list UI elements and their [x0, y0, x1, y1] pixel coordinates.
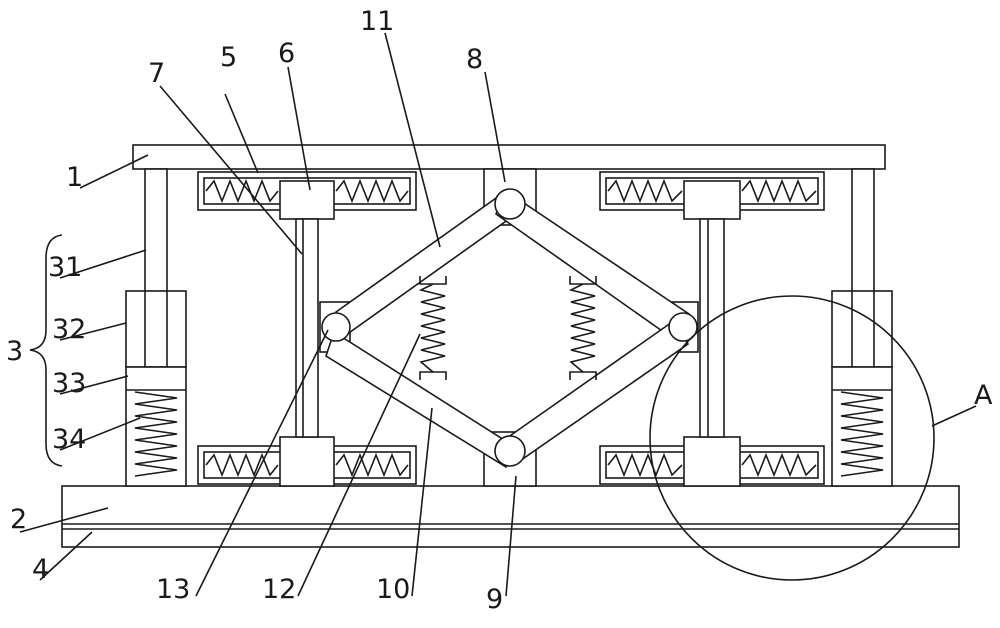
label-9: 9 [486, 584, 503, 615]
bottom-left-spring-a [205, 452, 279, 478]
label-5: 5 [220, 42, 237, 73]
top-right-spring-b [741, 178, 817, 204]
left-column-spring [134, 391, 178, 477]
label-31: 31 [48, 252, 82, 283]
label-4: 4 [32, 554, 49, 585]
bottom-left-spring-b [335, 452, 409, 478]
right-column-spring [840, 391, 884, 477]
bottom-left-slider [279, 436, 335, 487]
label-32: 32 [52, 314, 86, 345]
left-pivot-pin [321, 312, 351, 342]
label-33: 33 [52, 368, 86, 399]
bottom-right-spring-a [607, 452, 683, 478]
right-pivot-pin [668, 312, 698, 342]
label-2: 2 [10, 504, 27, 535]
linkage-arms [325, 189, 691, 469]
top-right-slider [683, 180, 741, 220]
top-plate [132, 144, 886, 170]
label-8: 8 [466, 44, 483, 75]
label-10: 10 [376, 574, 410, 605]
leader-lines [19, 32, 977, 597]
label-11: 11 [360, 6, 394, 37]
inner-left-spring [418, 276, 447, 380]
bottom-right-spring-b [741, 452, 817, 478]
top-left-spring-b [335, 178, 409, 204]
label-6: 6 [278, 38, 295, 69]
label-34: 34 [52, 424, 86, 455]
top-pivot-pin [494, 188, 526, 220]
label-1: 1 [66, 162, 83, 193]
inner-right-spring [568, 276, 597, 380]
bottom-right-slider [683, 436, 741, 487]
group-3-brace [29, 234, 63, 467]
top-right-spring-housing [599, 171, 825, 220]
left-support-column [125, 168, 187, 487]
bottom-pivot-pin [494, 435, 526, 467]
bottom-left-spring-housing [197, 436, 417, 487]
top-left-slider [279, 180, 335, 220]
top-left-spring-housing [197, 171, 417, 220]
label-3: 3 [6, 336, 23, 367]
bottom-right-spring-housing [599, 436, 825, 487]
top-left-spring-a [205, 178, 279, 204]
detail-circle-a [649, 295, 935, 581]
label-12: 12 [262, 574, 296, 605]
label-a: A [974, 380, 993, 411]
right-guide-rod [699, 218, 725, 438]
top-right-spring-a [607, 178, 683, 204]
right-support-column [831, 168, 893, 487]
label-7: 7 [148, 58, 165, 89]
label-13: 13 [156, 574, 190, 605]
